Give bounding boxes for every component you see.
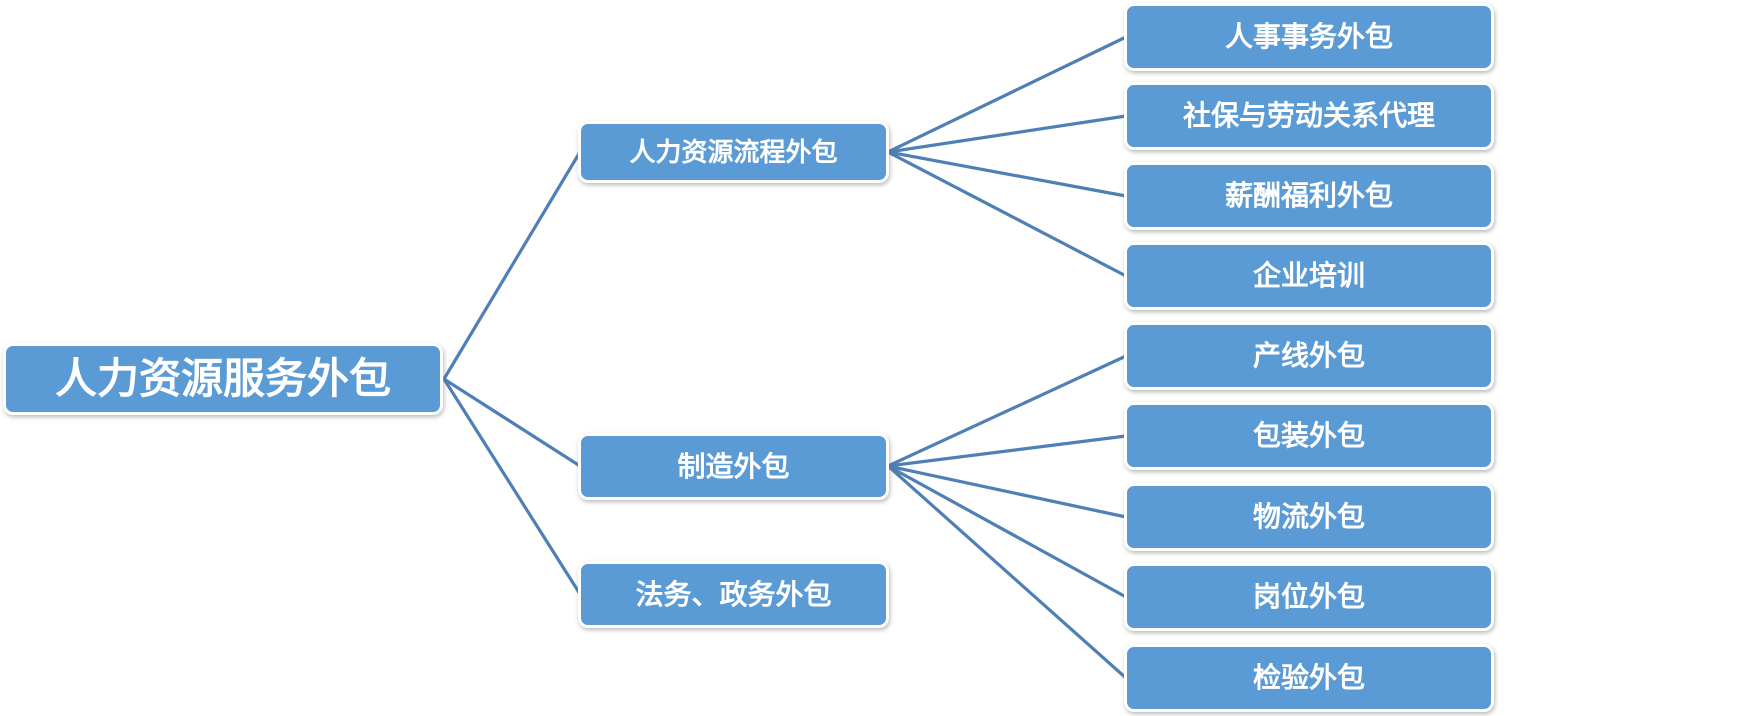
node-manufacturing-outsourcing: 制造外包 [578, 433, 889, 500]
root-node-hr-service-outsourcing: 人力资源服务外包 [3, 343, 443, 415]
connector-mfg-leaf-7 [887, 464, 1127, 599]
node-logistics-outsourcing: 物流外包 [1124, 483, 1494, 551]
node-corporate-training: 企业培训 [1124, 242, 1494, 310]
connector-hr-leaf-3 [887, 150, 1127, 278]
node-packaging-outsourcing: 包装外包 [1124, 402, 1494, 470]
node-position-outsourcing: 岗位外包 [1124, 563, 1494, 631]
node-inspection-outsourcing: 检验外包 [1124, 644, 1494, 712]
connector-mfg-leaf-5 [887, 434, 1127, 468]
connector-mfg-leaf-6 [887, 464, 1127, 519]
connector-hr-leaf-0 [887, 35, 1127, 154]
node-personnel-affairs-outsourcing: 人事事务外包 [1124, 3, 1494, 71]
connector-mfg-leaf-8 [886, 464, 1128, 680]
connector-hr-leaf-2 [887, 150, 1127, 198]
node-hr-process-outsourcing: 人力资源流程外包 [578, 121, 889, 183]
connector-hr-leaf-1 [887, 114, 1127, 154]
node-production-line-outsourcing: 产线外包 [1124, 322, 1494, 390]
node-payroll-benefits-outsourcing: 薪酬福利外包 [1124, 162, 1494, 230]
connector-root-hr-process [442, 151, 582, 380]
connector-root-manufacturing [443, 377, 581, 468]
connector-mfg-leaf-4 [887, 354, 1127, 468]
node-social-security-labor-relations-agency: 社保与劳动关系代理 [1124, 82, 1494, 150]
connector-root-legal-gov [442, 378, 582, 595]
node-legal-government-outsourcing: 法务、政务外包 [578, 561, 889, 628]
